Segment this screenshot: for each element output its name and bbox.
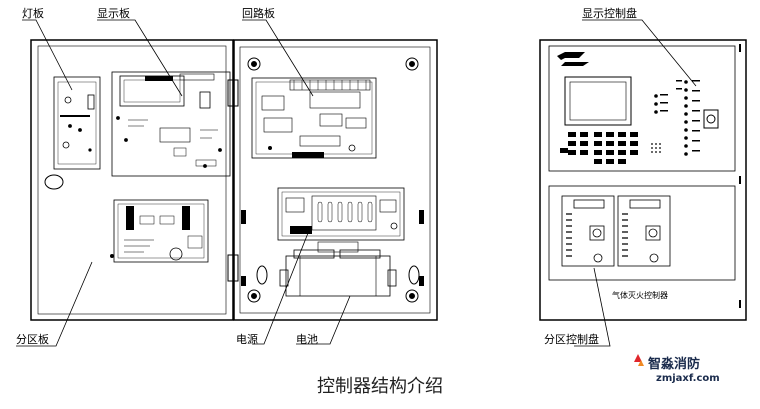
label-lamp-board: 灯板 [22,6,44,20]
display-control-panel [548,45,736,172]
logo-icon [557,52,585,60]
right-panel [539,39,747,321]
label-zone-panel: 分区控制盘 [544,332,599,346]
cabinet-door [30,39,234,321]
key-switch-icon [703,109,719,129]
watermark: 智淼消防 zmjaxf.com [634,354,720,384]
door-lock [44,174,64,190]
panel-nameplate: 气体灭火控制器 [612,290,668,300]
flame-logo-icon [634,354,642,362]
label-loop-board: 回路板 [242,6,275,20]
watermark-name: 智淼消防 [648,356,700,372]
zone-module [561,195,615,267]
loop-board [251,77,377,159]
label-display-board: 显示板 [97,6,130,20]
screw-hole [247,289,261,303]
watermark-url: zmjaxf.com [656,373,720,384]
label-display-panel: 显示控制盘 [582,6,637,20]
label-zone-board: 分区板 [16,332,49,346]
battery [279,241,397,297]
cabinet-body [233,39,438,321]
label-battery: 电池 [296,333,318,346]
left-cabinet [30,39,438,321]
speaker-grille [651,143,661,153]
zone-module [617,195,671,267]
zone-control-panel [548,185,736,281]
hinge-bottom [227,254,239,282]
figure-caption: 控制器结构介绍 [317,376,443,397]
lcd-screen [564,76,632,126]
keypad [568,132,638,164]
screw-hole [405,289,419,303]
screw-hole [405,57,419,71]
zone-board [110,199,209,263]
power-supply [277,187,405,241]
leader-lines [16,19,697,347]
screw-hole [247,57,261,71]
panel-frame [539,39,747,321]
indicator-lights [654,80,700,156]
lamp-board [53,76,101,170]
hinge-top [227,79,239,107]
label-power: 电源 [236,332,258,346]
display-board [111,71,231,177]
